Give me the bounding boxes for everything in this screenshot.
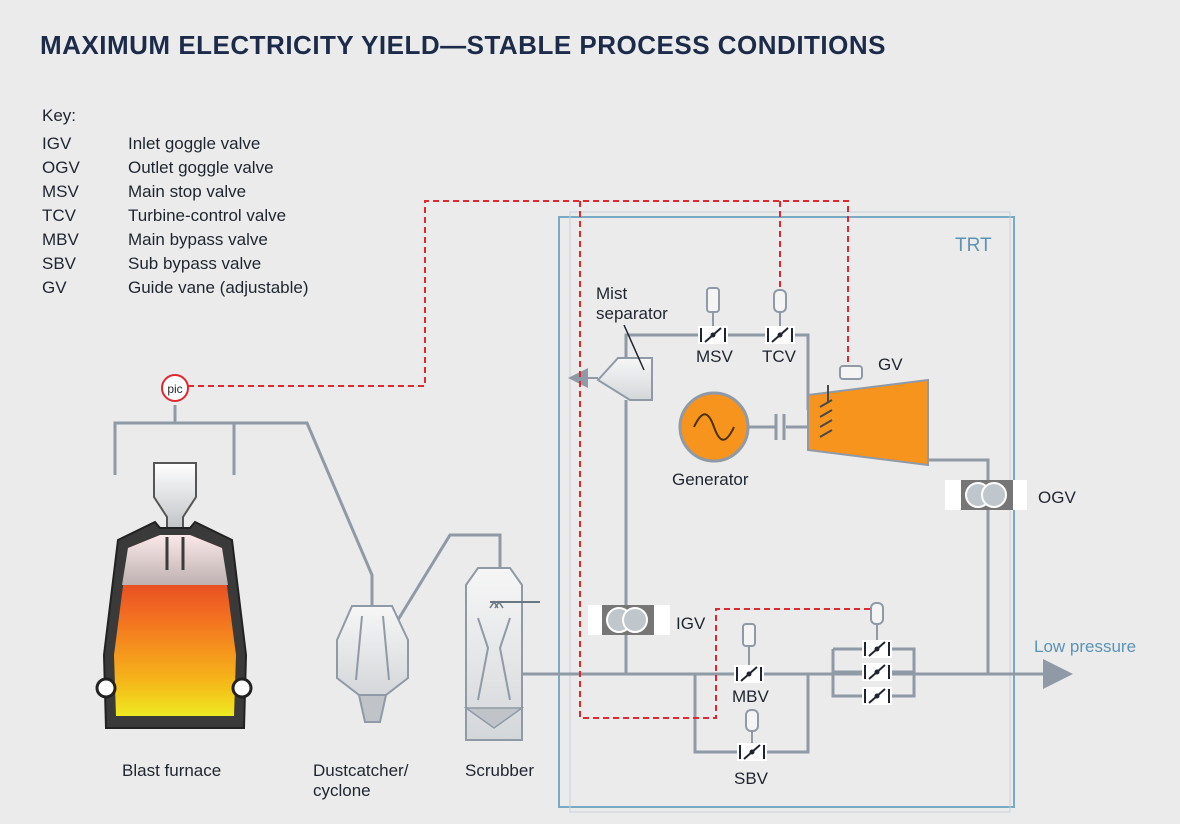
low-pressure-label: Low pressure (1034, 637, 1136, 656)
trt-box-inner (569, 211, 1011, 813)
guide-vane (819, 385, 833, 438)
dustcatcher-label-line1: Dustcatcher/ (313, 761, 409, 780)
page-title: MAXIMUM ELECTRICITY YIELD—STABLE PROCESS… (40, 30, 886, 60)
blast-furnace (95, 462, 253, 729)
dustcatcher (336, 605, 409, 723)
ogv-valve (945, 480, 1027, 510)
trt-label: TRT (955, 235, 992, 256)
msv-valve (698, 287, 728, 344)
sbv-label: SBV (734, 769, 769, 788)
mbv-valve (734, 623, 764, 683)
scrubber-label: Scrubber (465, 761, 534, 780)
gv-label: GV (878, 355, 903, 374)
sbv-valve (737, 709, 767, 761)
key-abbr: SBV (42, 254, 77, 273)
key-abbr: GV (42, 278, 67, 297)
key-item-ogv: OGV Outlet goggle valve (42, 156, 309, 180)
gv-actuator (839, 365, 863, 380)
igv-label: IGV (676, 614, 706, 633)
key-heading: Key: (42, 106, 77, 125)
pipework (113, 312, 1073, 754)
key-abbr: OGV (42, 158, 80, 177)
turbine (807, 378, 929, 467)
ogv-label: OGV (1038, 488, 1076, 507)
mist-separator-label-line1: Mist (596, 284, 627, 303)
parallel-valve-bank (862, 602, 892, 705)
mist-separator (596, 357, 653, 401)
key-desc: Sub bypass valve (128, 254, 262, 273)
key-abbr: MBV (42, 230, 79, 249)
dustcatcher-label-line2: cyclone (313, 781, 371, 800)
scrubber (463, 567, 540, 741)
key-item-tcv: TCV Turbine-control valve (42, 204, 309, 228)
blast-furnace-label: Blast furnace (122, 761, 221, 780)
generator-label: Generator (672, 470, 749, 489)
key-item-mbv: MBV Main bypass valve (42, 228, 309, 252)
pic-label: pic (167, 382, 182, 396)
key-desc: Guide vane (adjustable) (128, 278, 309, 297)
key-item-sbv: SBV Sub bypass valve (42, 252, 309, 276)
coupling (774, 414, 786, 440)
key-abbr: MSV (42, 182, 79, 201)
key-item-msv: MSV Main stop valve (42, 180, 309, 204)
key-abbr: TCV (42, 206, 76, 225)
key-legend: Key: IGV Inlet goggle valve OGV Outlet gog… (42, 104, 309, 300)
key-item-gv: GV Guide vane (adjustable) (42, 276, 309, 300)
mbv-label: MBV (732, 687, 770, 706)
tcv-label: TCV (762, 347, 797, 366)
key-desc: Main stop valve (128, 182, 247, 201)
generator (678, 391, 750, 463)
key-desc: Turbine-control valve (128, 206, 287, 225)
key-item-igv: IGV Inlet goggle valve (42, 132, 309, 156)
tcv-valve (765, 289, 795, 344)
key-desc: Main bypass valve (128, 230, 268, 249)
msv-label: MSV (696, 347, 734, 366)
key-desc: Inlet goggle valve (128, 134, 261, 153)
trt-box (558, 216, 1015, 808)
mist-separator-pointer (623, 324, 645, 371)
control-lines (188, 200, 877, 719)
mist-separator-label-line2: separator (596, 304, 668, 323)
key-desc: Outlet goggle valve (128, 158, 274, 177)
pic-controller (161, 374, 189, 402)
igv-valve (588, 605, 670, 635)
key-abbr: IGV (42, 134, 72, 153)
